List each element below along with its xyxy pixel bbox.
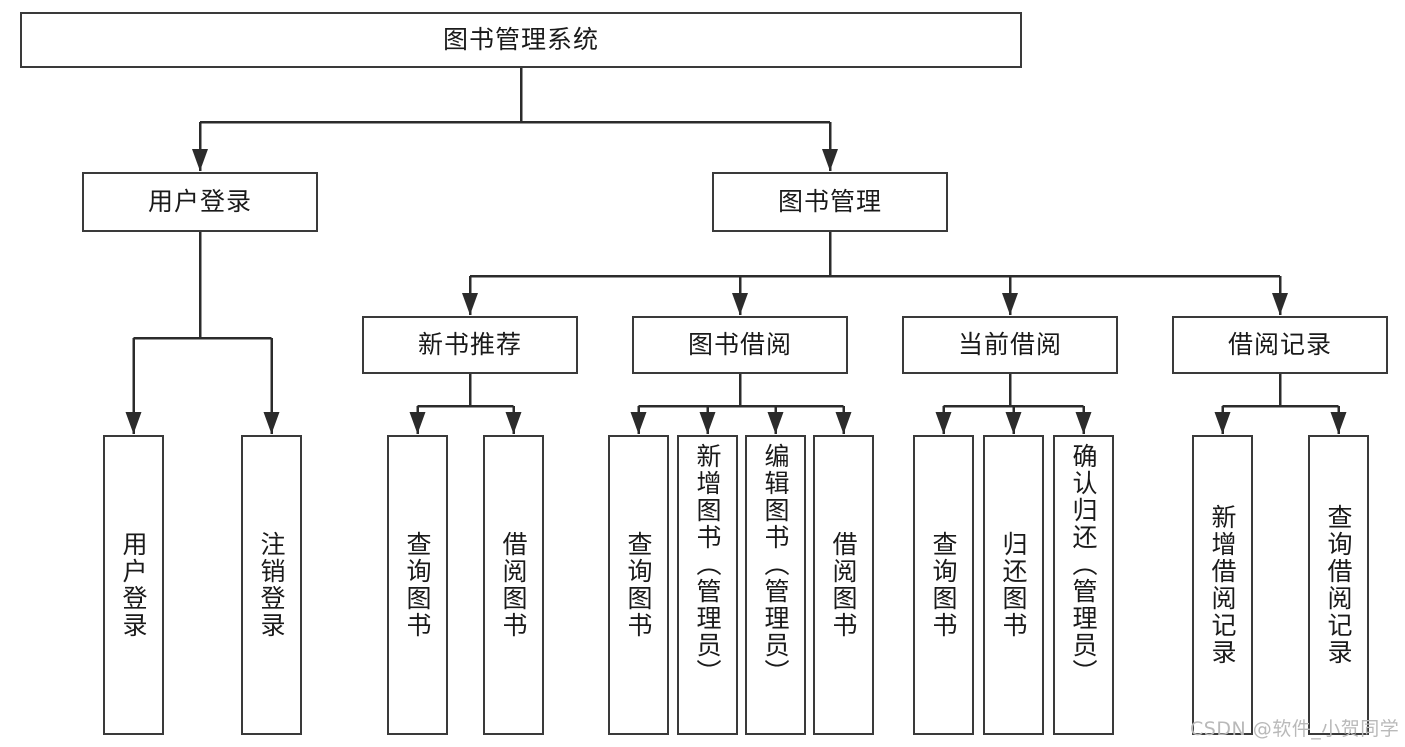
node-label: 新书推荐	[417, 329, 522, 359]
node-label: 查询图书	[403, 531, 432, 639]
node-label: 编辑图书（管理员）	[761, 443, 790, 686]
node-label: 查询图书	[929, 531, 958, 639]
node-leaf-query-rec[interactable]: 查询借阅记录	[1308, 435, 1369, 735]
node-leaf-borrow-1[interactable]: 借阅图书	[483, 435, 544, 735]
node-label: 查询借阅记录	[1324, 504, 1353, 666]
node-leaf-logout[interactable]: 注销登录	[241, 435, 302, 735]
node-leaf-edit-book[interactable]: 编辑图书（管理员）	[745, 435, 806, 735]
node-label: 归还图书	[999, 531, 1028, 639]
node-leaf-query-3[interactable]: 查询图书	[913, 435, 974, 735]
node-records[interactable]: 借阅记录	[1172, 316, 1388, 374]
node-label: 图书管理系统	[442, 24, 599, 54]
node-bookmgmt[interactable]: 图书管理	[712, 172, 948, 232]
watermark: CSDN @软件_小贺同学	[1190, 718, 1400, 740]
node-label: 借阅图书	[499, 531, 528, 639]
node-root[interactable]: 图书管理系统	[20, 12, 1022, 68]
node-leaf-add-book[interactable]: 新增图书（管理员）	[677, 435, 738, 735]
node-label: 查询图书	[624, 531, 653, 639]
node-label: 借阅记录	[1227, 329, 1332, 359]
node-label: 图书借阅	[687, 329, 792, 359]
node-leaf-return[interactable]: 归还图书	[983, 435, 1044, 735]
node-login[interactable]: 用户登录	[82, 172, 318, 232]
node-label: 借阅图书	[829, 531, 858, 639]
node-label: 图书管理	[777, 186, 882, 216]
node-newbook[interactable]: 新书推荐	[362, 316, 578, 374]
node-borrow[interactable]: 图书借阅	[632, 316, 848, 374]
node-leaf-add-rec[interactable]: 新增借阅记录	[1192, 435, 1253, 735]
node-leaf-query-2[interactable]: 查询图书	[608, 435, 669, 735]
node-label: 确认归还（管理员）	[1069, 443, 1098, 686]
node-leaf-login[interactable]: 用户登录	[103, 435, 164, 735]
node-leaf-borrow-2[interactable]: 借阅图书	[813, 435, 874, 735]
node-label: 用户登录	[119, 531, 148, 639]
node-current[interactable]: 当前借阅	[902, 316, 1118, 374]
node-label: 用户登录	[147, 186, 252, 216]
node-label: 新增借阅记录	[1208, 504, 1237, 666]
node-label: 注销登录	[257, 531, 286, 639]
node-leaf-query-1[interactable]: 查询图书	[387, 435, 448, 735]
node-leaf-confirm[interactable]: 确认归还（管理员）	[1053, 435, 1114, 735]
node-label: 新增图书（管理员）	[693, 443, 722, 686]
node-label: 当前借阅	[957, 329, 1062, 359]
